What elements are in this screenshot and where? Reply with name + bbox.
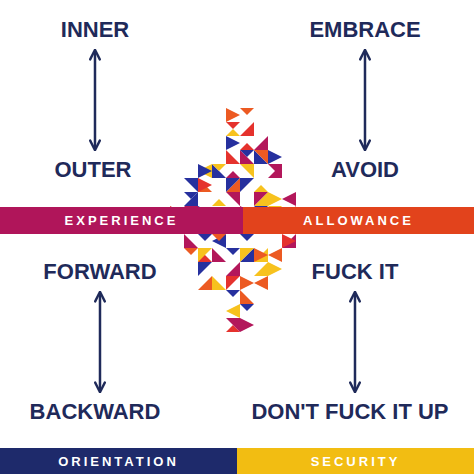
pattern-triangle (254, 276, 268, 290)
axis-word: DON'T FUCK IT UP (251, 399, 448, 424)
pattern-triangle (212, 234, 226, 241)
pattern-triangle (240, 234, 254, 241)
pattern-triangle (254, 192, 268, 206)
pattern-triangle (226, 122, 240, 129)
pattern-triangle (212, 248, 226, 262)
word-label: FUCK IT (310, 259, 401, 285)
pattern-triangle (212, 234, 226, 248)
pattern-triangle (268, 192, 282, 206)
pattern-triangle (226, 171, 240, 178)
pattern-triangle (254, 262, 268, 276)
pattern-triangle (226, 276, 240, 290)
pattern-triangle (240, 164, 254, 178)
pattern-triangle (240, 108, 254, 115)
pattern-triangle (240, 248, 254, 262)
axis-word: INNER (61, 17, 129, 42)
double-arrow (99, 293, 102, 391)
pattern-triangle (282, 234, 296, 248)
pattern-triangle (212, 199, 226, 206)
pattern-triangle (282, 192, 296, 206)
pattern-triangle (226, 136, 240, 150)
pattern-triangle (198, 276, 212, 290)
double-arrow (354, 293, 357, 391)
word-label: AVOID (329, 157, 401, 183)
pattern-triangle (240, 143, 254, 150)
pattern-triangle (254, 185, 268, 192)
word-label: DON'T FUCK IT UP (249, 399, 450, 425)
pattern-triangle (226, 318, 240, 332)
pattern-triangle (254, 248, 268, 262)
word-label: INNER (59, 17, 131, 43)
pattern-triangle (212, 276, 226, 290)
band-label: ORIENTATION (58, 454, 179, 469)
pattern-triangle (240, 178, 254, 192)
pattern-triangle (240, 276, 254, 290)
pattern-triangle (268, 248, 282, 262)
pattern-triangle (184, 192, 198, 206)
pattern-triangle (212, 164, 226, 171)
pattern-triangle (198, 234, 212, 241)
pattern-triangle (240, 290, 254, 304)
pattern-triangle (226, 290, 240, 297)
pattern-triangle (240, 304, 254, 311)
pattern-triangle (254, 150, 268, 164)
pattern-triangle (226, 304, 240, 318)
word-label: OUTER (53, 157, 134, 183)
pattern-triangle (254, 192, 268, 206)
pattern-triangle (268, 164, 282, 178)
band-label: ALLOWANCE (303, 213, 414, 228)
word-label: EMBRACE (307, 17, 422, 43)
double-arrow (94, 51, 97, 149)
pattern-triangle (184, 234, 198, 248)
word-label: FORWARD (41, 259, 158, 285)
pattern-triangle (198, 164, 212, 178)
pattern-triangle (240, 150, 254, 164)
pattern-triangle (254, 150, 268, 164)
pattern-triangle (240, 122, 254, 136)
pattern-triangle (184, 248, 198, 255)
pattern-triangle (198, 262, 212, 276)
pattern-triangle (198, 248, 212, 262)
pattern-triangle (198, 164, 212, 178)
double-arrow (364, 51, 367, 149)
pattern-triangle (226, 248, 240, 255)
pattern-triangle (240, 318, 254, 332)
pattern-triangle (254, 136, 268, 150)
pattern-triangle (226, 262, 240, 276)
pattern-triangle (282, 234, 296, 248)
pattern-triangle (226, 129, 240, 136)
pattern-triangle (212, 164, 226, 178)
pattern-triangle (226, 178, 240, 192)
pattern-triangle (198, 178, 212, 192)
axis-word: EMBRACE (309, 17, 420, 42)
pattern-triangle (226, 192, 240, 206)
pattern-triangle (268, 164, 282, 178)
pattern-triangle (226, 150, 240, 164)
axis-word: FORWARD (43, 259, 156, 284)
axis-word: BACKWARD (30, 399, 161, 424)
category-band: ALLOWANCE (243, 207, 474, 234)
pattern-triangle (254, 248, 268, 262)
pattern-triangle (226, 108, 240, 122)
pattern-triangle (198, 248, 212, 262)
pattern-triangle (240, 248, 254, 262)
axis-word: OUTER (55, 157, 132, 182)
pattern-triangle (198, 178, 212, 192)
pattern-triangle (240, 150, 254, 157)
axis-bar: ORIENTATION (0, 448, 237, 474)
pattern-triangle (184, 178, 198, 192)
word-label: BACKWARD (28, 399, 163, 425)
band-label: EXPERIENCE (65, 213, 179, 228)
pattern-triangle (226, 178, 240, 192)
band-label: SECURITY (311, 454, 401, 469)
axis-bar: SECURITY (237, 448, 474, 474)
axis-word: FUCK IT (312, 259, 399, 284)
pattern-triangle (268, 262, 282, 276)
category-band: EXPERIENCE (0, 207, 243, 234)
pattern-triangle (268, 150, 282, 164)
axis-word: AVOID (331, 157, 399, 182)
pattern-triangle (184, 192, 198, 199)
